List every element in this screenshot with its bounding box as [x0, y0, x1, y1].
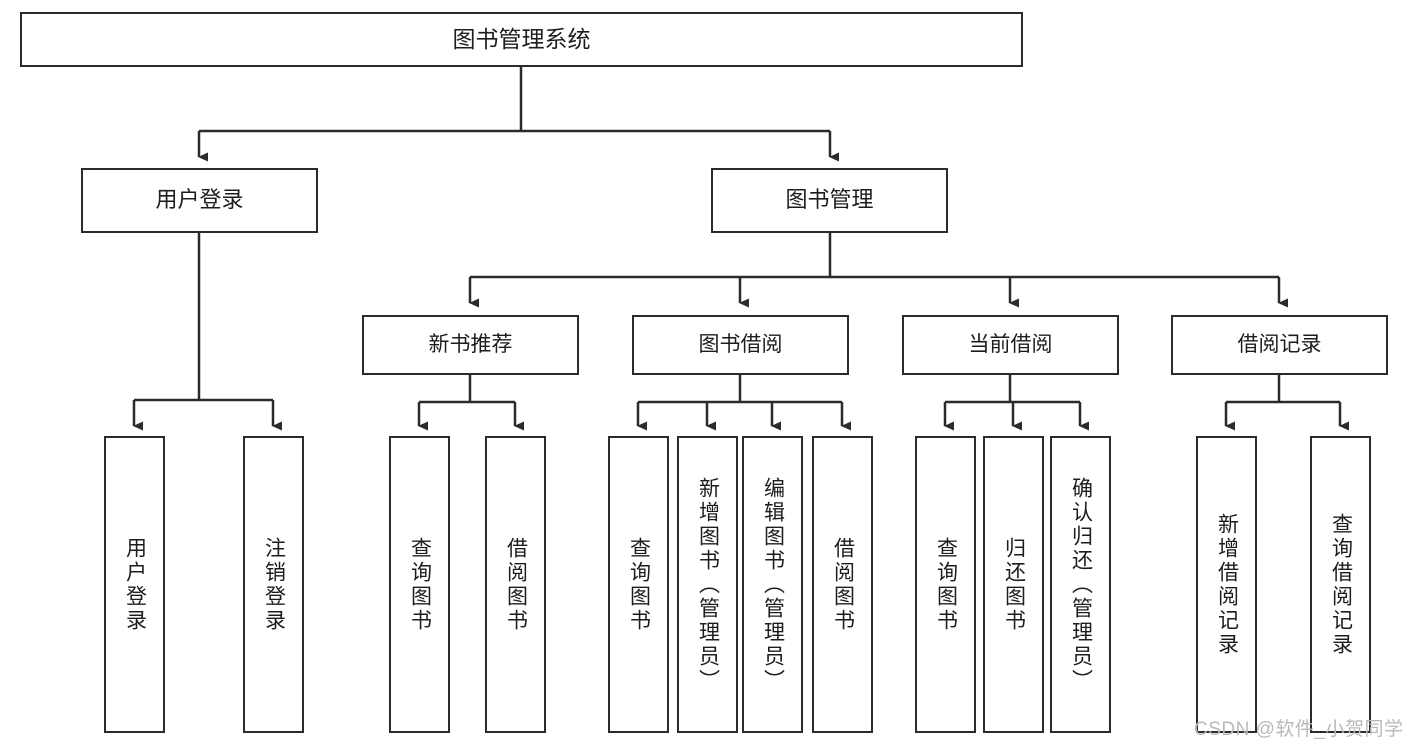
node-label: 编辑图书（管理员）: [761, 476, 785, 693]
node-label: 新增图书（管理员）: [696, 476, 720, 693]
node-label: 借阅图书: [504, 536, 528, 633]
node-label: 查询借阅记录: [1329, 512, 1353, 657]
node-book-borrow[interactable]: 图书借阅: [632, 315, 849, 375]
node-book-manage[interactable]: 图书管理: [711, 168, 948, 233]
node-label: 新书推荐: [428, 333, 513, 357]
node-label: 图书管理系统: [452, 25, 591, 52]
node-leaf-return-book[interactable]: 归还图书: [983, 436, 1044, 733]
node-label: 图书借阅: [698, 333, 783, 357]
node-leaf-borrow-book-2[interactable]: 借阅图书: [812, 436, 873, 733]
node-label: 查询图书: [408, 536, 432, 633]
node-label: 查询图书: [934, 536, 958, 633]
node-label: 借阅图书: [831, 536, 855, 633]
node-label: 当前借阅: [968, 333, 1053, 357]
node-label: 图书管理: [785, 187, 874, 213]
node-leaf-confirm-return-admin[interactable]: 确认归还（管理员）: [1050, 436, 1111, 733]
node-leaf-add-book-admin[interactable]: 新增图书（管理员）: [677, 436, 738, 733]
node-leaf-query-book-3[interactable]: 查询图书: [915, 436, 976, 733]
node-label: 注销登录: [262, 536, 286, 633]
node-label: 用户登录: [123, 536, 147, 633]
node-label: 确认归还（管理员）: [1069, 476, 1093, 693]
node-leaf-query-borrow-record[interactable]: 查询借阅记录: [1310, 436, 1371, 733]
node-current-borrow[interactable]: 当前借阅: [902, 315, 1119, 375]
node-root-system[interactable]: 图书管理系统: [20, 12, 1023, 67]
node-leaf-query-book-2[interactable]: 查询图书: [608, 436, 669, 733]
node-user-login[interactable]: 用户登录: [81, 168, 318, 233]
node-borrow-record[interactable]: 借阅记录: [1171, 315, 1388, 375]
node-label: 查询图书: [627, 536, 651, 633]
node-label: 新增借阅记录: [1215, 512, 1239, 657]
node-label: 用户登录: [155, 187, 244, 213]
node-leaf-borrow-book-1[interactable]: 借阅图书: [485, 436, 546, 733]
node-label: 归还图书: [1002, 536, 1026, 633]
node-leaf-edit-book-admin[interactable]: 编辑图书（管理员）: [742, 436, 803, 733]
node-leaf-add-borrow-record[interactable]: 新增借阅记录: [1196, 436, 1257, 733]
watermark-text: CSDN @软件_小贺同学: [1194, 719, 1404, 740]
node-leaf-user-login[interactable]: 用户登录: [104, 436, 165, 733]
node-new-book-recommend[interactable]: 新书推荐: [362, 315, 579, 375]
node-leaf-logout-login[interactable]: 注销登录: [243, 436, 304, 733]
node-leaf-query-book-1[interactable]: 查询图书: [389, 436, 450, 733]
node-label: 借阅记录: [1237, 333, 1322, 357]
